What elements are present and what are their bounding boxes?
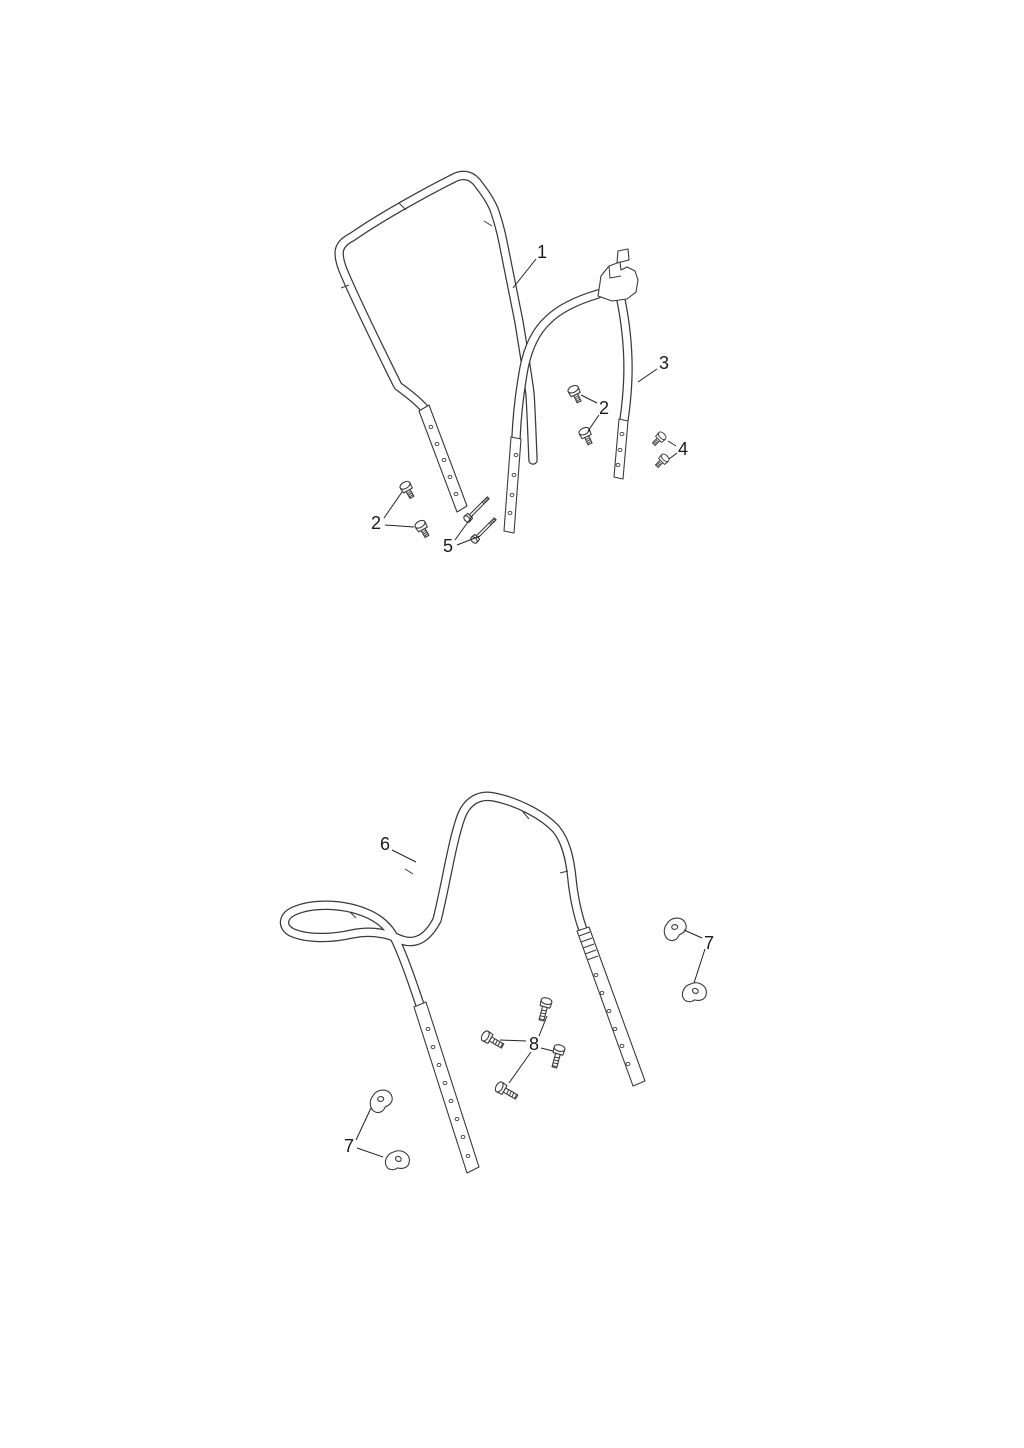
- cam-lever-7-left-b: [382, 1145, 413, 1177]
- callout-6-label: 6: [380, 834, 390, 854]
- callout-7-right-label: 7: [704, 933, 714, 953]
- hook-bracket: [616, 248, 630, 264]
- bolt-8-c: [548, 1043, 567, 1070]
- handle-bar-with-grip: [279, 791, 646, 1174]
- bolt-8-a: [535, 996, 554, 1023]
- handle-left-stay: [413, 1001, 480, 1174]
- screw-5-a: [462, 494, 492, 524]
- cam-lever-7-right-a: [661, 916, 689, 943]
- callout-3-label: 3: [659, 353, 669, 373]
- lower-handle-assembly: [279, 791, 710, 1177]
- handle-right-stay: [576, 926, 646, 1087]
- upper-handle-assembly: [334, 170, 671, 545]
- bolt-2-left-b: [413, 518, 433, 540]
- fastener-4-b: [653, 452, 671, 470]
- callout-1-label: 1: [537, 242, 547, 262]
- leader-lines: [355, 258, 706, 1158]
- callout-4-label: 4: [678, 439, 688, 459]
- lower-handle-bracket-assembly: [503, 248, 639, 534]
- bolt-8-d: [493, 1080, 520, 1103]
- callout-labels: 1 2 3 4 2 5 6 7 8 7: [344, 242, 714, 1156]
- lower-handle-left-bracket: [503, 436, 522, 534]
- upper-handle-bar: [334, 170, 538, 513]
- callout-8-label: 8: [529, 1034, 539, 1054]
- callout-7-left-label: 7: [344, 1136, 354, 1156]
- callout-2-left-label: 2: [371, 513, 381, 533]
- cam-lever-7-right-b: [679, 977, 710, 1009]
- screw-5-b: [469, 515, 499, 545]
- callout-2-right-label: 2: [599, 398, 609, 418]
- fastener-4-a: [650, 430, 668, 448]
- bolt-2-left-a: [398, 479, 418, 501]
- hook-bracket-body: [597, 261, 639, 302]
- cam-lever-7-left-a: [367, 1088, 395, 1115]
- callout-5-label: 5: [443, 536, 453, 556]
- bolt-2-right-a: [566, 383, 585, 405]
- bolt-2-right-b: [577, 425, 596, 447]
